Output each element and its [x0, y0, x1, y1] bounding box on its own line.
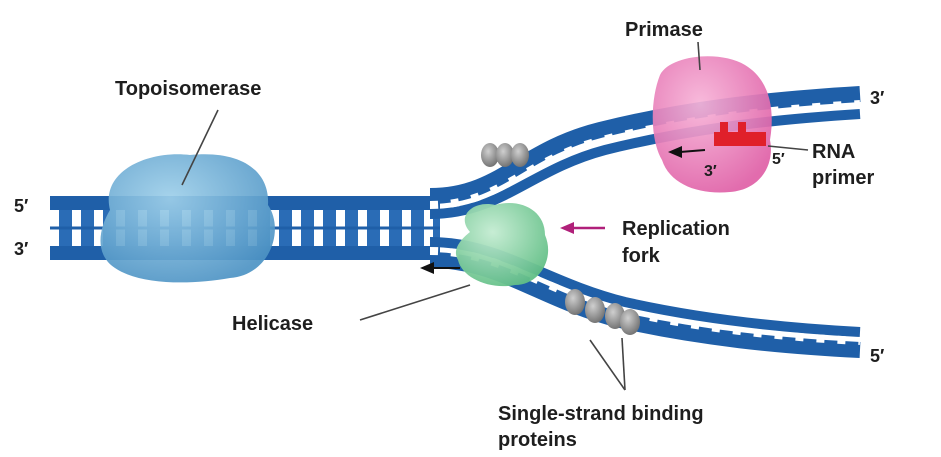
ssb-leader-left [590, 340, 625, 390]
rna-primer-leader [768, 146, 808, 150]
end-label-left-bottom: 3′ [14, 239, 28, 259]
label-helicase: Helicase [232, 313, 313, 335]
end-label-right-top: 3′ [870, 88, 884, 108]
replication-fork-arrow [560, 222, 605, 234]
label-replication-fork-line2: fork [622, 245, 661, 267]
label-rna-primer-line2: primer [812, 167, 874, 189]
helicase-leader [360, 285, 470, 320]
label-primase: Primase [625, 19, 703, 41]
end-label-left-top: 5′ [14, 196, 28, 216]
end-label-primer-left: 3′ [704, 163, 717, 180]
label-topoisomerase: Topoisomerase [115, 78, 261, 100]
end-label-primer-right: 5′ [772, 151, 785, 168]
label-rna-primer-line1: RNA [812, 141, 855, 163]
label-ssb-line2: proteins [498, 429, 577, 451]
end-label-right-bottom: 5′ [870, 346, 884, 366]
label-ssb-line1: Single-strand binding [498, 403, 704, 425]
ssb-leader-right [622, 338, 625, 390]
helicase-protein [456, 203, 548, 286]
label-replication-fork-line1: Replication [622, 218, 730, 240]
